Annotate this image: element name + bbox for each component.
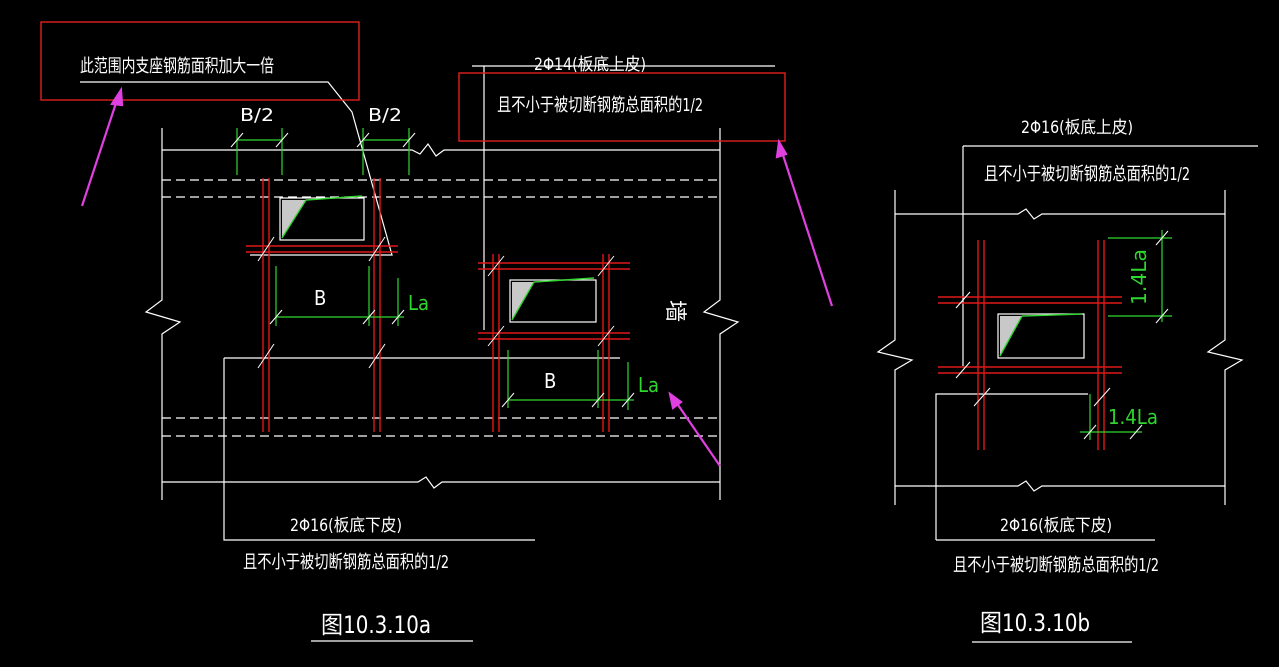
callout-box-double-area [40, 21, 360, 101]
callout-box-top-bars-a [458, 72, 786, 142]
top-bars-b-note: 且不小于被切断钢筋总面积的1/2 [984, 164, 1190, 185]
rebar-b [938, 240, 1122, 450]
dim-la-a1: La [408, 291, 429, 315]
dim-la-a2: La [638, 373, 659, 397]
dim-la14-vertical: 1.4La [1127, 249, 1151, 305]
caption-fig-a: 图10.3.10a [321, 611, 431, 639]
dim-half-b-left: B/2 [240, 105, 274, 126]
rebar-ticks-a [257, 236, 615, 369]
dim-b-a1: B [314, 286, 326, 310]
opening-b [997, 313, 1085, 359]
dim-la14-horizontal: 1.4La [1108, 405, 1158, 429]
slab-outline-b [876, 145, 1258, 541]
bottom-bars-a-label: 2Φ16(板底下皮) [290, 516, 402, 536]
opening-a2 [509, 277, 597, 323]
top-bars-a-note: 且不小于被切断钢筋总面积的1/2 [497, 95, 703, 116]
dim-half-b-right: B/2 [368, 105, 402, 126]
dimensions-a [236, 128, 634, 410]
arrows-a [80, 86, 834, 467]
top-bars-b-label: 2Φ16(板底上皮) [1021, 118, 1133, 138]
bottom-bars-a-note: 且不小于被切断钢筋总面积的1/2 [243, 552, 449, 573]
bottom-bars-b-note: 且不小于被切断钢筋总面积的1/2 [953, 555, 1159, 576]
dim-b-a2: B [544, 369, 556, 393]
figure-b: 2Φ16(板底上皮) 且不小于被切断钢筋总面积的1/2 2Φ16(板底下皮) 且… [876, 118, 1258, 643]
double-area-note: 此范围内支座钢筋面积加大一倍 [80, 56, 274, 77]
bottom-bars-b-label: 2Φ16(板底下皮) [1000, 516, 1112, 536]
rebar-ticks-b [955, 291, 1111, 407]
wall-label: 墙 [662, 300, 687, 322]
caption-fig-b: 图10.3.10b [980, 609, 1090, 637]
figure-a: 此范围内支座钢筋面积加大一倍 2Φ14(板底上皮) 且不小于被切断钢筋总面积的1… [40, 21, 834, 642]
rebar-a [246, 178, 630, 432]
slab-outline-a [80, 65, 775, 541]
top-bars-a-label: 2Φ14(板底上皮) [534, 55, 646, 75]
opening-a1 [279, 195, 365, 241]
